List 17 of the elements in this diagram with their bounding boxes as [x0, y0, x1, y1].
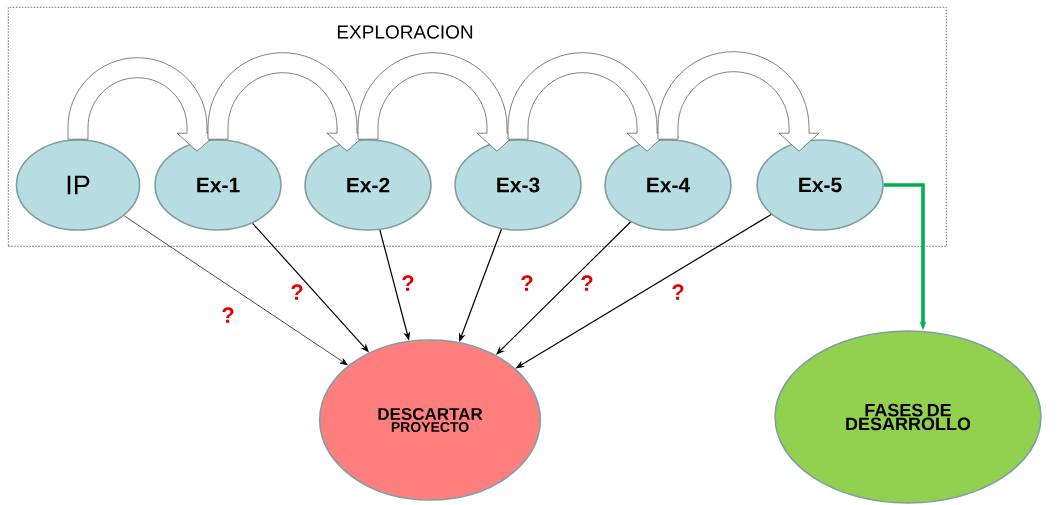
ellipse-node: DESCARTAR PROYECTO: [318, 339, 542, 501]
ellipse-node: IP: [15, 139, 141, 231]
ellipse-node: Ex-5: [756, 139, 884, 231]
edge-label: ?: [222, 307, 234, 323]
ellipse-node: Ex-4: [604, 139, 732, 231]
arrow: [123, 215, 348, 366]
ellipse-node: Ex-1: [154, 139, 282, 231]
ellipse-node: FASES DE DESARROLLO: [774, 330, 1042, 504]
ellipse-node: Ex-3: [454, 139, 582, 231]
edge-label: ?: [402, 275, 414, 291]
ellipse-node: Ex-2: [304, 139, 432, 231]
edge-label: ?: [291, 284, 303, 300]
frame-title: EXPLORACION: [337, 25, 473, 39]
edge-label: ?: [581, 275, 593, 291]
edge-label: ?: [521, 275, 533, 291]
curved-block-arrow: [657, 51, 820, 152]
edge-label: ?: [672, 284, 684, 300]
